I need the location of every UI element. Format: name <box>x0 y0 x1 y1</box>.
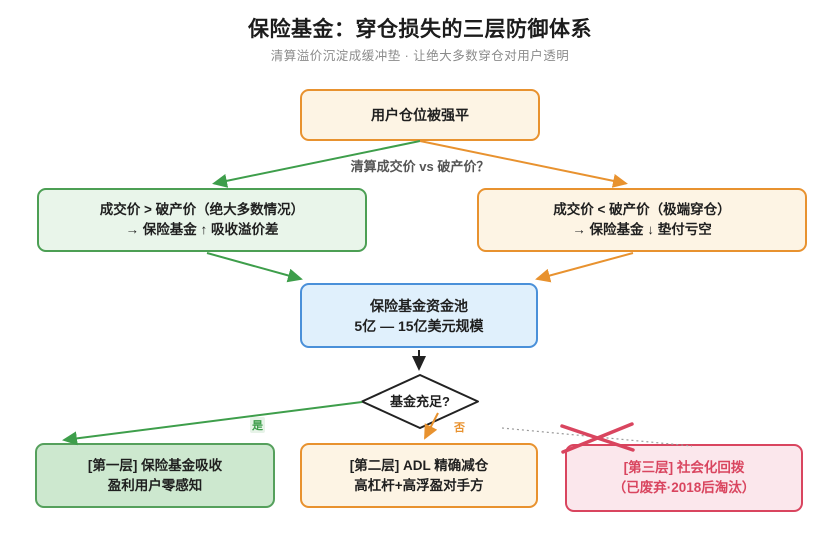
node-liquidation-label: 用户仓位被强平 <box>371 107 469 123</box>
node-deficit-case: 成交价 < 破产价（极端穿仓） → 保险基金 ↓ 垫付亏空 <box>477 188 807 252</box>
node-liquidation: 用户仓位被强平 <box>300 89 540 141</box>
node-fund-pool-line1: 保险基金资金池 <box>370 297 468 314</box>
edge-label-no: 否 <box>452 419 467 435</box>
node-premium-case-line2: → 保险基金 ↑ 吸收溢价差 <box>125 222 279 237</box>
node-layer3-line1: [第三层] 社会化回拨 <box>623 460 745 475</box>
node-deficit-case-line1: 成交价 < 破产价（极端穿仓） <box>553 202 731 217</box>
branch-condition-label: 清算成交价 vs 破产价？ <box>350 159 490 174</box>
node-layer2-line2: 高杠杆+高浮盈对手方 <box>354 477 484 493</box>
node-layer2-line1: [第二层] ADL 精确减仓 <box>349 457 489 473</box>
node-premium-case: 成交价 > 破产价（绝大多数情况） → 保险基金 ↑ 吸收溢价差 <box>37 188 367 252</box>
arrow-right-to-pool <box>535 252 634 283</box>
node-deficit-case-line2: → 保险基金 ↓ 垫付亏空 <box>572 222 712 237</box>
node-layer3-deprecated: [第三层] 社会化回拨 （已废弃·2018后淘汰） <box>565 444 803 512</box>
edge-label-yes: 是 <box>250 417 265 433</box>
node-layer2: [第二层] ADL 精确减仓 高杠杆+高浮盈对手方 <box>300 443 538 508</box>
page-subtitle: 清算溢价沉淀成缓冲垫 · 让绝大多数穿仓对用户透明 <box>270 49 570 63</box>
node-premium-case-line1: 成交价 > 破产价（绝大多数情况） <box>99 202 305 217</box>
arrow-left-to-pool <box>206 252 303 283</box>
arrow-decision-to-layer1 <box>62 401 363 446</box>
arrow-decision-to-layer2 <box>424 412 439 440</box>
node-layer1: [第一层] 保险基金吸收 盈利用户零感知 <box>35 443 275 508</box>
node-layer1-line1: [第一层] 保险基金吸收 <box>87 457 223 473</box>
page-title: 保险基金：穿仓损失的三层防御体系 <box>248 18 592 41</box>
decision-diamond-label: 基金充足? <box>389 394 450 409</box>
node-layer1-line2: 盈利用户零感知 <box>107 477 203 493</box>
node-fund-pool: 保险基金资金池 5亿 — 15亿美元规模 <box>300 283 538 348</box>
node-fund-pool-line2: 5亿 — 15亿美元规模 <box>354 317 484 334</box>
node-layer3-line2: （已废弃·2018后淘汰） <box>612 480 756 495</box>
